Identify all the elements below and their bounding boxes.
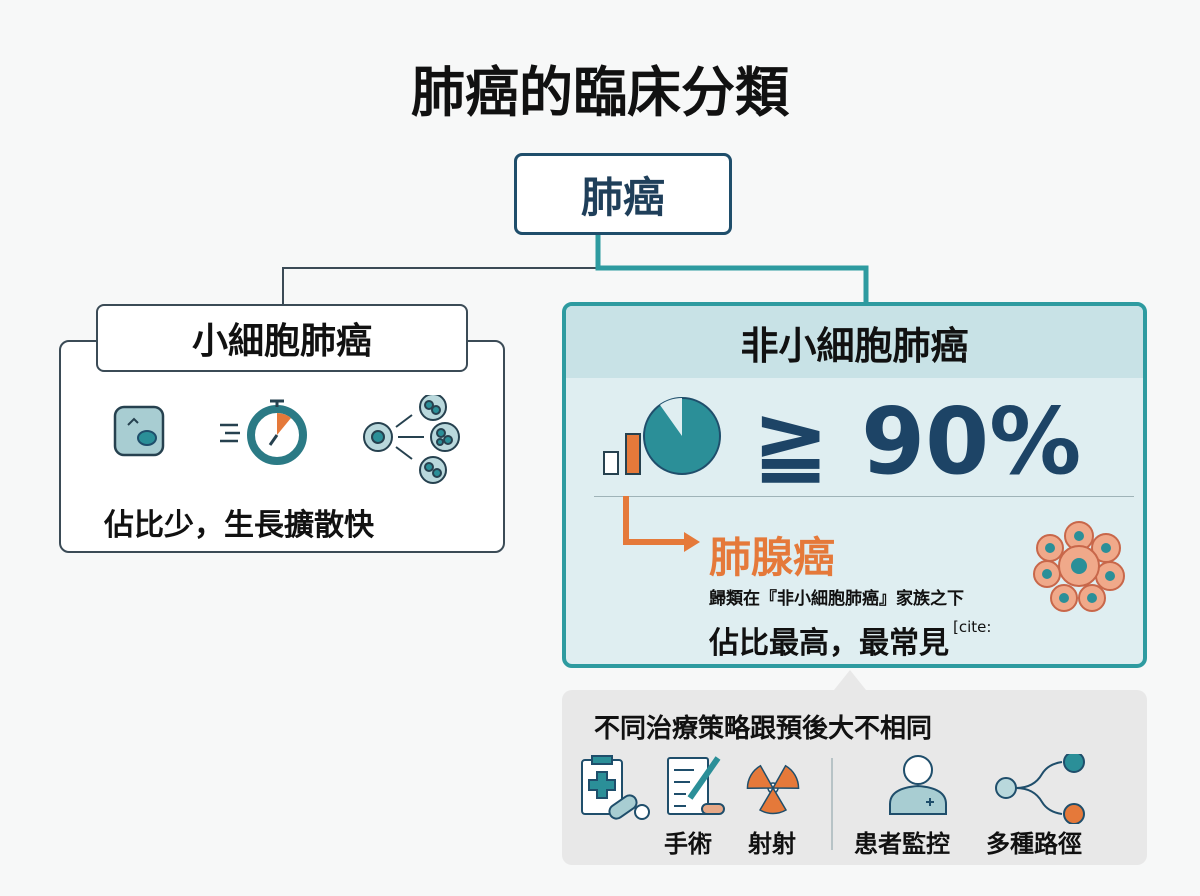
- adenocarcinoma-highlight: 佔比最高，最常見[cite:: [709, 618, 991, 662]
- small-cell-label: 小細胞肺癌: [191, 321, 372, 362]
- cite-marker: [cite:: [953, 618, 992, 636]
- small-cell-description: 佔比少，生長擴散快: [104, 508, 374, 543]
- connector-small-cell: [282, 235, 599, 305]
- non-small-cell-header: 非小細胞肺癌: [566, 306, 1143, 378]
- non-small-cell-label: 非小細胞肺癌: [740, 323, 969, 368]
- treatment-label-surgery: 手術: [664, 830, 712, 858]
- cell-cluster-icon: [1033, 521, 1125, 612]
- treatment-label-paths: 多種路徑: [986, 830, 1082, 858]
- panel-pointer: [834, 670, 866, 690]
- treatment-label-radiation: 射射: [748, 830, 796, 858]
- root-label: 肺癌: [580, 172, 665, 222]
- radiation-icon: [746, 764, 800, 815]
- non-small-cell-box: 非小細胞肺癌 ≧ 90% 肺腺癌 歸類在『非小細胞肺癌』家族之下 佔比最高，最常…: [562, 302, 1147, 668]
- adenocarcinoma-description: 歸類在『非小細胞肺癌』家族之下: [709, 589, 964, 609]
- root-node: 肺癌: [514, 153, 732, 235]
- highlight-text: 佔比最高，最常見: [709, 626, 949, 661]
- surgery-checklist-icon: [667, 756, 725, 815]
- pie-chart-icon: [643, 397, 721, 475]
- stopwatch-icon: [220, 399, 307, 465]
- share-percentage: ≧ 90%: [752, 388, 1082, 495]
- connector-non-small-cell: [595, 235, 869, 302]
- cell-division-icon: [363, 395, 460, 484]
- divider: [594, 496, 1134, 497]
- treatment-title: 不同治療策略跟預後大不相同: [594, 714, 933, 744]
- bar-chart-icon: [603, 433, 641, 475]
- separator: [831, 758, 833, 850]
- branching-paths-icon: [995, 754, 1085, 824]
- medication-clipboard-icon: [581, 755, 650, 820]
- page-title: 肺癌的臨床分類: [411, 61, 789, 124]
- treatment-label-monitoring: 患者監控: [854, 830, 950, 858]
- treatment-panel: 不同治療策略跟預後大不相同: [562, 690, 1147, 865]
- patient-icon: [889, 755, 947, 815]
- orange-arrow-icon: [623, 496, 700, 552]
- small-cell-icons: [113, 395, 460, 484]
- share-chart: [603, 397, 721, 475]
- cell-icon: [113, 405, 165, 457]
- adenocarcinoma-label: 肺腺癌: [709, 533, 836, 582]
- treatment-icons: [581, 754, 1085, 824]
- small-cell-header: 小細胞肺癌: [96, 304, 468, 372]
